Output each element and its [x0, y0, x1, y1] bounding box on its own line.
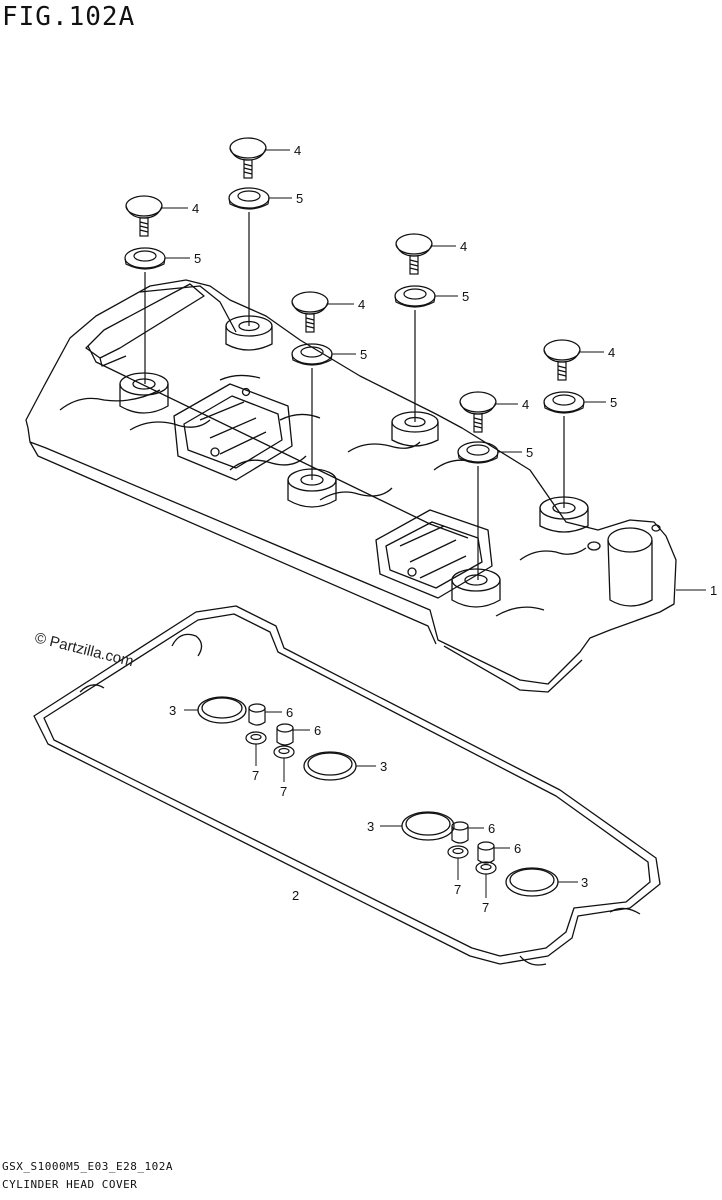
callout-3: 3	[169, 703, 176, 718]
callout-5: 5	[526, 445, 533, 460]
figure-caption: CYLINDER HEAD COVER	[2, 1178, 138, 1191]
callout-4: 4	[192, 201, 199, 216]
callout-7: 7	[252, 768, 259, 783]
callout-4: 4	[460, 239, 467, 254]
leader-lines	[162, 149, 706, 898]
head-cover-gasket	[33, 605, 661, 966]
callout-6: 6	[514, 841, 521, 856]
callout-6: 6	[314, 723, 321, 738]
callout-5: 5	[462, 289, 469, 304]
bolt-stack-d	[394, 233, 436, 422]
bolt-and-washer-stacks	[124, 137, 585, 580]
cylinder-head-cover	[25, 279, 677, 693]
o-rings	[197, 696, 559, 897]
callout-7: 7	[482, 900, 489, 915]
callout-7: 7	[454, 882, 461, 897]
bolt-stack-b	[228, 137, 270, 326]
callout-4: 4	[522, 397, 529, 412]
callout-2: 2	[292, 888, 299, 903]
model-code: GSX_S1000M5_E03_E28_102A	[2, 1160, 173, 1173]
callout-5: 5	[610, 395, 617, 410]
callout-3: 3	[380, 759, 387, 774]
callout-5: 5	[360, 347, 367, 362]
figure-footer: GSX_S1000M5_E03_E28_102A CYLINDER HEAD C…	[2, 1158, 173, 1194]
callout-1: 1	[710, 583, 717, 598]
callout-4: 4	[294, 143, 301, 158]
callout-6: 6	[488, 821, 495, 836]
bolt-stack-e	[457, 391, 499, 580]
callout-7: 7	[280, 784, 287, 799]
seal-rings	[245, 731, 497, 875]
dowel-pins	[248, 703, 495, 864]
bolt-stack-c	[291, 291, 333, 480]
bolt-stack-f	[543, 339, 585, 508]
callout-4: 4	[608, 345, 615, 360]
figure-title: FIG.102A	[2, 2, 136, 32]
callout-5: 5	[296, 191, 303, 206]
callout-5: 5	[194, 251, 201, 266]
callout-labels: 1 2 3 3 3 3 4 4 4 4 4 4 5 5 5 5 5 5 6 6 …	[169, 143, 717, 915]
callout-3: 3	[581, 875, 588, 890]
partzilla-watermark: © Partzilla.com	[33, 629, 135, 670]
callout-3: 3	[367, 819, 374, 834]
callout-4: 4	[358, 297, 365, 312]
callout-6: 6	[286, 705, 293, 720]
